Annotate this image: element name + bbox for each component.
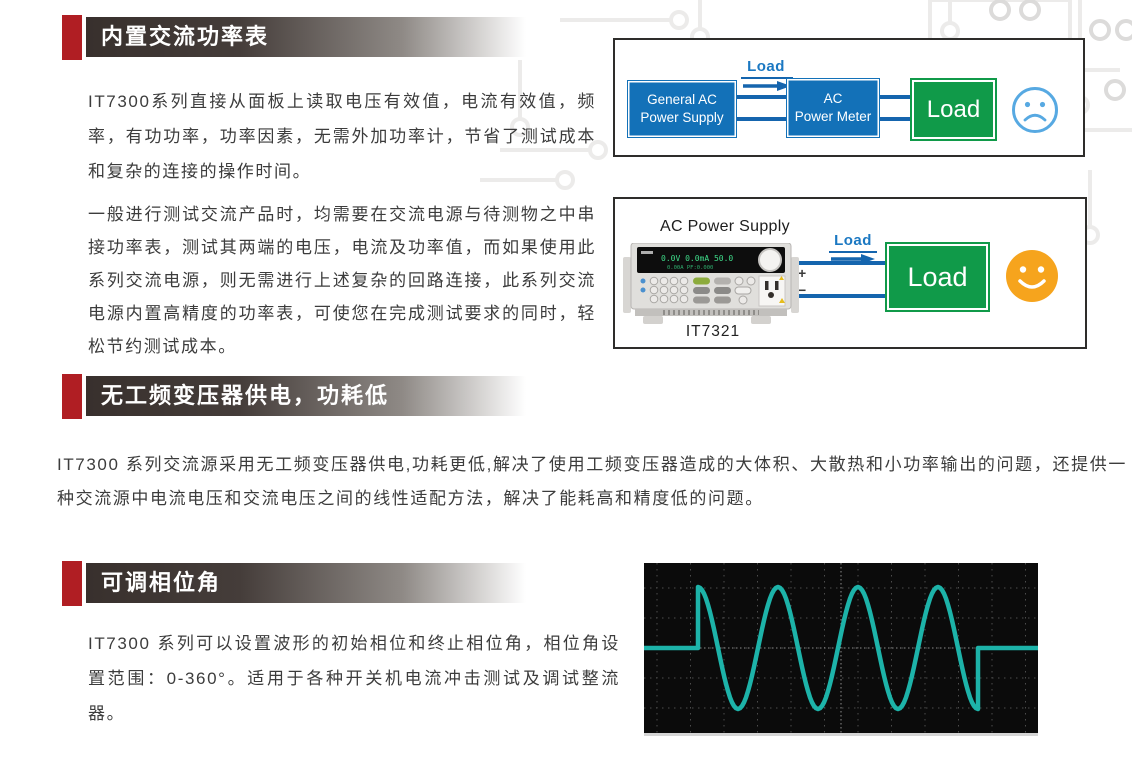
section-title-1: 内置交流功率表 (86, 17, 526, 57)
device-display-line1: 0.0V 0.0mA 50.0 (661, 254, 733, 263)
diagram-conventional-setup: Load General AC Power Supply AC Power Me… (613, 38, 1085, 157)
section-title-3: 可调相位角 (86, 563, 526, 603)
box-load: Load (910, 78, 997, 141)
oscilloscope-base-edge (644, 733, 1038, 736)
section-banner-2: 无工频变压器供电，功耗低 (62, 374, 532, 420)
flow-label-load: Load (747, 58, 785, 75)
box-load: Load (885, 242, 990, 312)
flow-arrow-icon (831, 254, 875, 264)
banner-accent-block (62, 561, 82, 606)
banner-accent-block (62, 15, 82, 60)
it7321-device-image: 0.0V 0.0mA 50.0 0.00A PF:0.000 (623, 243, 799, 324)
smiley-face-icon (1006, 250, 1058, 302)
paragraph-transformerless: IT7300 系列交流源采用无工频变压器供电,功耗更低,解决了使用工频变压器造成… (57, 455, 1127, 508)
paragraph-builtin-meter-1: IT7300系列直接从面板上读取电压有效值，电流有效值，频率，有功功率，功率因素… (88, 92, 596, 181)
box-general-ac-power-supply: General AC Power Supply (627, 80, 737, 138)
paragraph-phase-angle: IT7300 系列可以设置波形的初始相位和终止相位角，相位角设置范围：0-360… (88, 634, 620, 723)
paragraph-builtin-meter-2: 一般进行测试交流产品时，均需要在交流电源与待测物之中串接功率表，测试其两端的电压… (88, 205, 596, 356)
flow-arrow-icon (743, 81, 791, 91)
box-ac-power-meter: AC Power Meter (786, 78, 880, 138)
plus-terminal-label: + (798, 265, 807, 281)
diagram-it7321-setup: AC Power Supply Load + − 0.0V 0.0mA 50.0… (613, 197, 1087, 349)
oscilloscope-waveform (641, 563, 1041, 733)
diagram2-connection-lines (789, 251, 887, 298)
oscilloscope-screenshot (641, 563, 1041, 733)
sad-face-icon (1012, 87, 1058, 133)
minus-terminal-label: − (798, 282, 807, 298)
device-keypad (649, 276, 689, 304)
flow-label-load: Load (834, 232, 872, 249)
banner-accent-block (62, 374, 82, 419)
section-banner-1: 内置交流功率表 (62, 15, 532, 61)
device-model-label: IT7321 (685, 323, 741, 340)
section-title-2: 无工频变压器供电，功耗低 (86, 376, 526, 416)
device-knob (758, 248, 782, 272)
device-display-line2: 0.00A PF:0.000 (667, 265, 713, 271)
diagram2-title: AC Power Supply (660, 218, 790, 235)
diagram1-connection-lines (735, 77, 910, 121)
section-banner-3: 可调相位角 (62, 561, 532, 607)
